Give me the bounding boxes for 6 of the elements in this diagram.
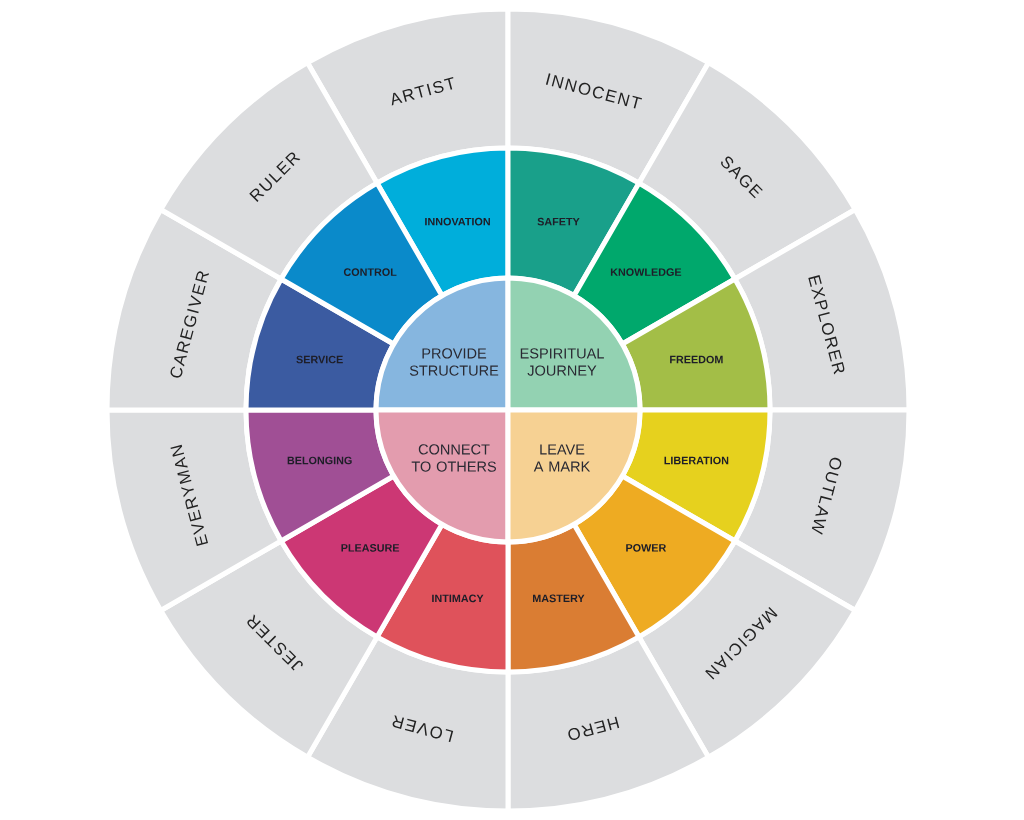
center-quadrant: CONNECT TO OTHERS: [373, 407, 511, 545]
node-label: HERO: [568, 716, 620, 740]
ring-segment: LOVER: [305, 634, 511, 814]
center-quadrant: ESPIRITUAL JOURNEY: [505, 275, 643, 413]
center-quadrant: LEAVE A MARK: [505, 407, 643, 545]
node-label: LOVER: [392, 715, 454, 743]
